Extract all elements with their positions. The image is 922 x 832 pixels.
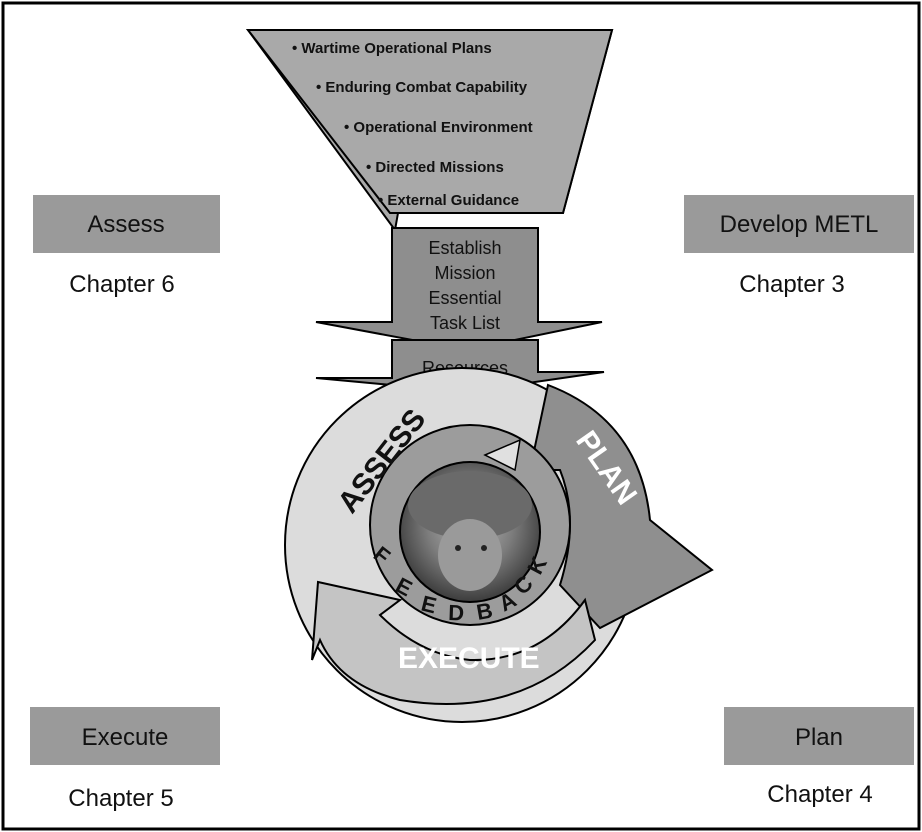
helmet-shape (408, 471, 532, 539)
assess-box (33, 195, 220, 253)
execute-chapter: Chapter 5 (68, 785, 173, 812)
face-shape (438, 519, 502, 591)
funnel-item: • Enduring Combat Capability (316, 79, 528, 96)
funnel-item: • Operational Environment (344, 119, 533, 136)
execute-box-label: Execute (82, 724, 169, 751)
execute-cycle-label: EXECUTE (398, 642, 540, 675)
eye-shape (455, 545, 461, 551)
plan-arrow (528, 383, 714, 630)
stem-line: Essential (428, 288, 501, 308)
inner-arrowhead (483, 438, 521, 472)
plan-chapter: Chapter 4 (767, 781, 872, 808)
execute-arrow (311, 580, 597, 705)
metl-arrow (315, 227, 603, 352)
assess-chapter: Chapter 6 (69, 271, 174, 298)
execute-box (30, 707, 220, 765)
feedback-letter: D (448, 600, 465, 626)
stem-line: Establish (428, 238, 501, 258)
assess-box-label: Assess (87, 211, 164, 238)
resources-arrow (315, 339, 605, 394)
develop-metl-box-label: Develop METL (720, 211, 879, 238)
plan-box (724, 707, 914, 765)
plan-box-label: Plan (795, 724, 843, 751)
funnel-body (245, 29, 614, 214)
funnel-item: • Directed Missions (366, 159, 504, 176)
stem-line: Task List (430, 313, 500, 333)
feedback-letter: B (475, 598, 495, 625)
funnel-item: • External Guidance (378, 192, 519, 209)
develop-metl-chapter: Chapter 3 (739, 271, 844, 298)
develop-metl-box (684, 195, 914, 253)
eye-shape (481, 545, 487, 551)
funnel-item: • Wartime Operational Plans (292, 40, 492, 57)
feedback-letter: E (419, 591, 439, 619)
stem-line: Mission (434, 263, 495, 283)
